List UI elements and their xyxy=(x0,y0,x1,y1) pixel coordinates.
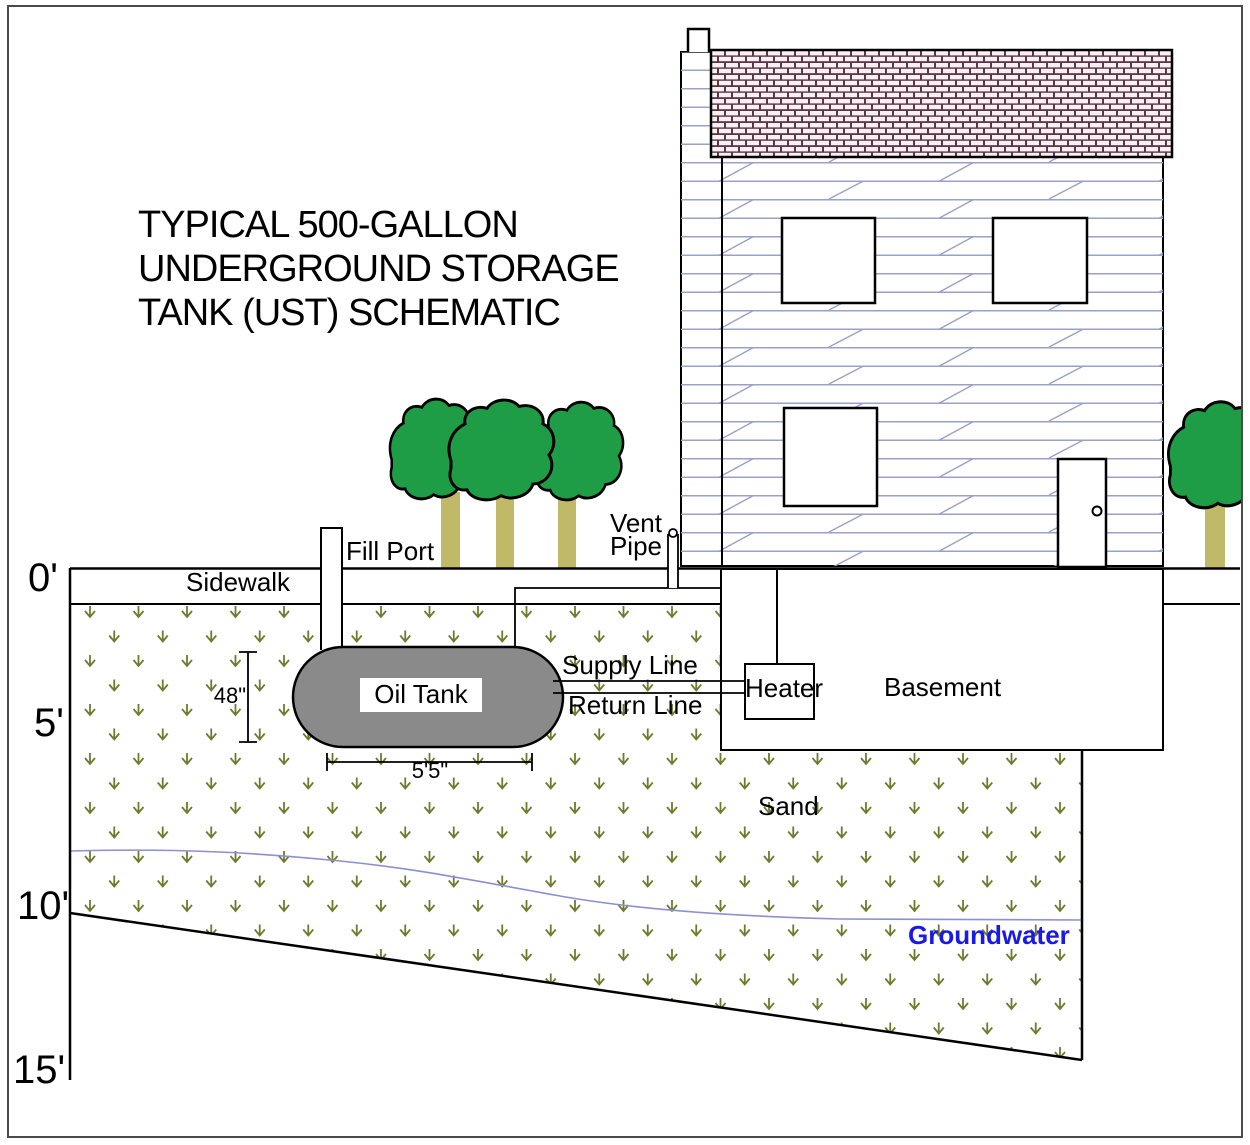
vent-pipe-label: Vent Pipe xyxy=(609,508,662,561)
tank-height-dimension: 48" xyxy=(213,683,246,708)
tree-foliage xyxy=(447,398,556,502)
tree-foliage xyxy=(1166,400,1250,510)
brick-band xyxy=(709,48,1174,159)
supply-return-pipes xyxy=(553,680,745,694)
tree-trunk xyxy=(496,494,514,569)
oil-tank-label: Oil Tank xyxy=(374,679,468,709)
groundwater-label: Groundwater xyxy=(908,920,1070,950)
depth-marker-10ft: 10' xyxy=(17,884,70,928)
return-line-label: Return Line xyxy=(568,690,703,720)
window-upper-left xyxy=(780,216,877,305)
groundwater-line xyxy=(69,849,1083,921)
window-lower xyxy=(782,406,879,508)
page-border xyxy=(7,5,1243,1138)
depth-marker-5ft: 5' xyxy=(34,701,64,745)
vent-run-line xyxy=(514,587,721,648)
heater-box xyxy=(744,663,815,720)
dimension-marks xyxy=(239,651,533,771)
depth-marker-0ft: 0' xyxy=(28,556,58,600)
house xyxy=(680,27,1174,569)
tree-right xyxy=(1166,400,1250,569)
basement-box xyxy=(720,568,1164,751)
tank-length-dimension: 5'5" xyxy=(411,758,449,783)
vent-piping xyxy=(514,528,721,648)
schematic-title: TYPICAL 500-GALLON UNDERGROUND STORAGE T… xyxy=(138,204,620,335)
fill-port-label: Fill Port xyxy=(346,536,435,566)
depth-marker-15ft: 15' xyxy=(13,1048,66,1092)
tree-trunk xyxy=(1205,502,1225,569)
tree-trunk xyxy=(441,492,460,569)
basement-label: Basement xyxy=(884,672,1002,702)
supply-line-label: Supply Line xyxy=(562,650,698,680)
vent-riser xyxy=(667,534,679,588)
tree-trunk xyxy=(558,496,576,569)
sand-label: Sand xyxy=(758,791,819,821)
window-upper-right xyxy=(991,216,1089,305)
sidewalk-label: Sidewalk xyxy=(186,567,291,597)
height-dimension-line xyxy=(239,651,257,743)
door-knob-icon xyxy=(1091,505,1103,517)
vent-cap-icon xyxy=(668,528,678,538)
fill-pipe xyxy=(320,527,343,650)
chimney xyxy=(686,27,711,52)
heater-label: Heater xyxy=(745,673,824,703)
excavation-bottom-line xyxy=(69,911,1083,1062)
oil-tank-label-plate xyxy=(360,678,482,712)
length-dimension-line xyxy=(326,753,533,771)
tree-group-left xyxy=(388,397,625,569)
edge-mask xyxy=(1242,0,1250,1145)
